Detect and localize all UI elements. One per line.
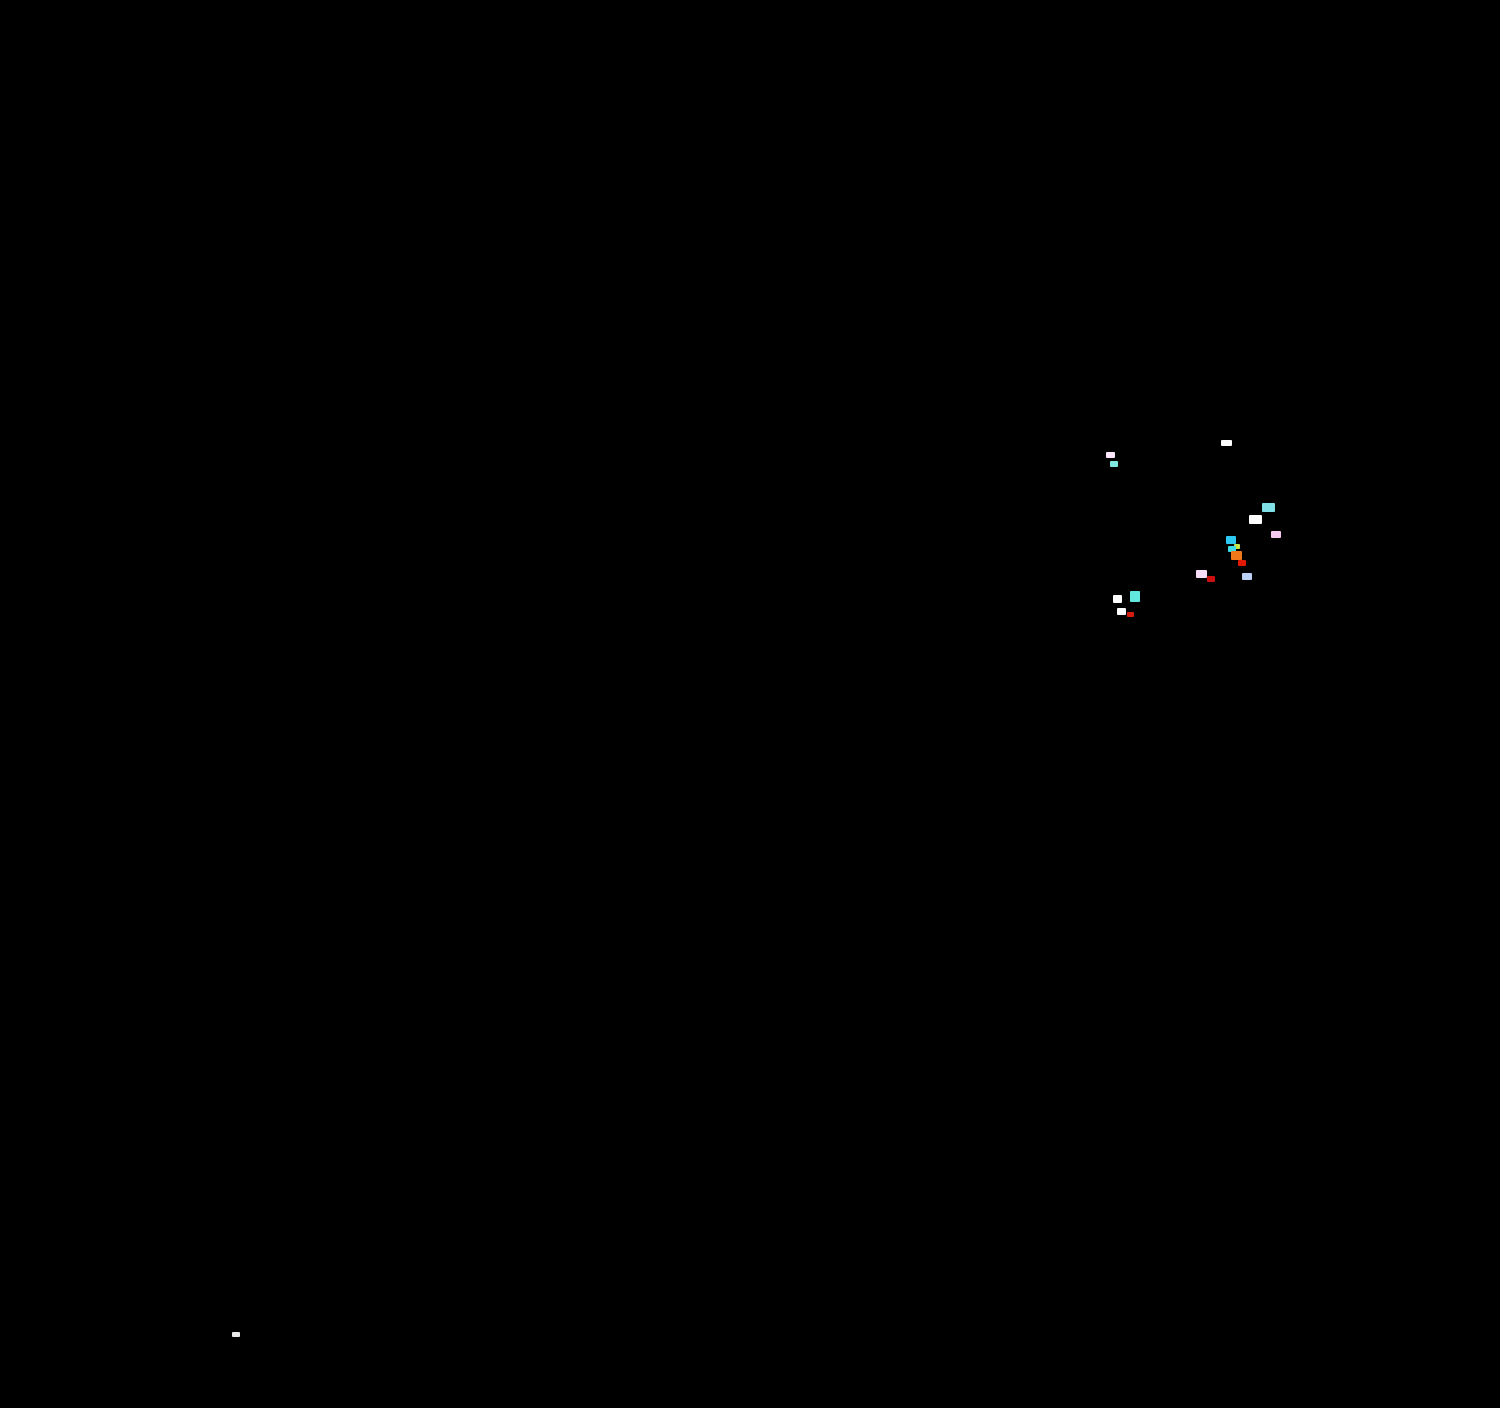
star: [1228, 546, 1236, 552]
star: [1262, 503, 1275, 512]
star: [1249, 515, 1262, 524]
star: [1113, 595, 1122, 603]
star: [1234, 544, 1240, 549]
star: [1106, 452, 1115, 458]
star: [1271, 531, 1281, 538]
star: [1207, 576, 1215, 582]
star: [1130, 591, 1140, 602]
star: [1221, 440, 1232, 446]
star: [1196, 570, 1207, 578]
star: [1231, 551, 1242, 560]
star: [1226, 536, 1236, 544]
star: [1242, 573, 1252, 580]
star: [1117, 608, 1126, 615]
star: [1127, 612, 1134, 617]
star: [232, 1332, 240, 1337]
star: [1238, 560, 1246, 566]
star: [1110, 461, 1118, 467]
